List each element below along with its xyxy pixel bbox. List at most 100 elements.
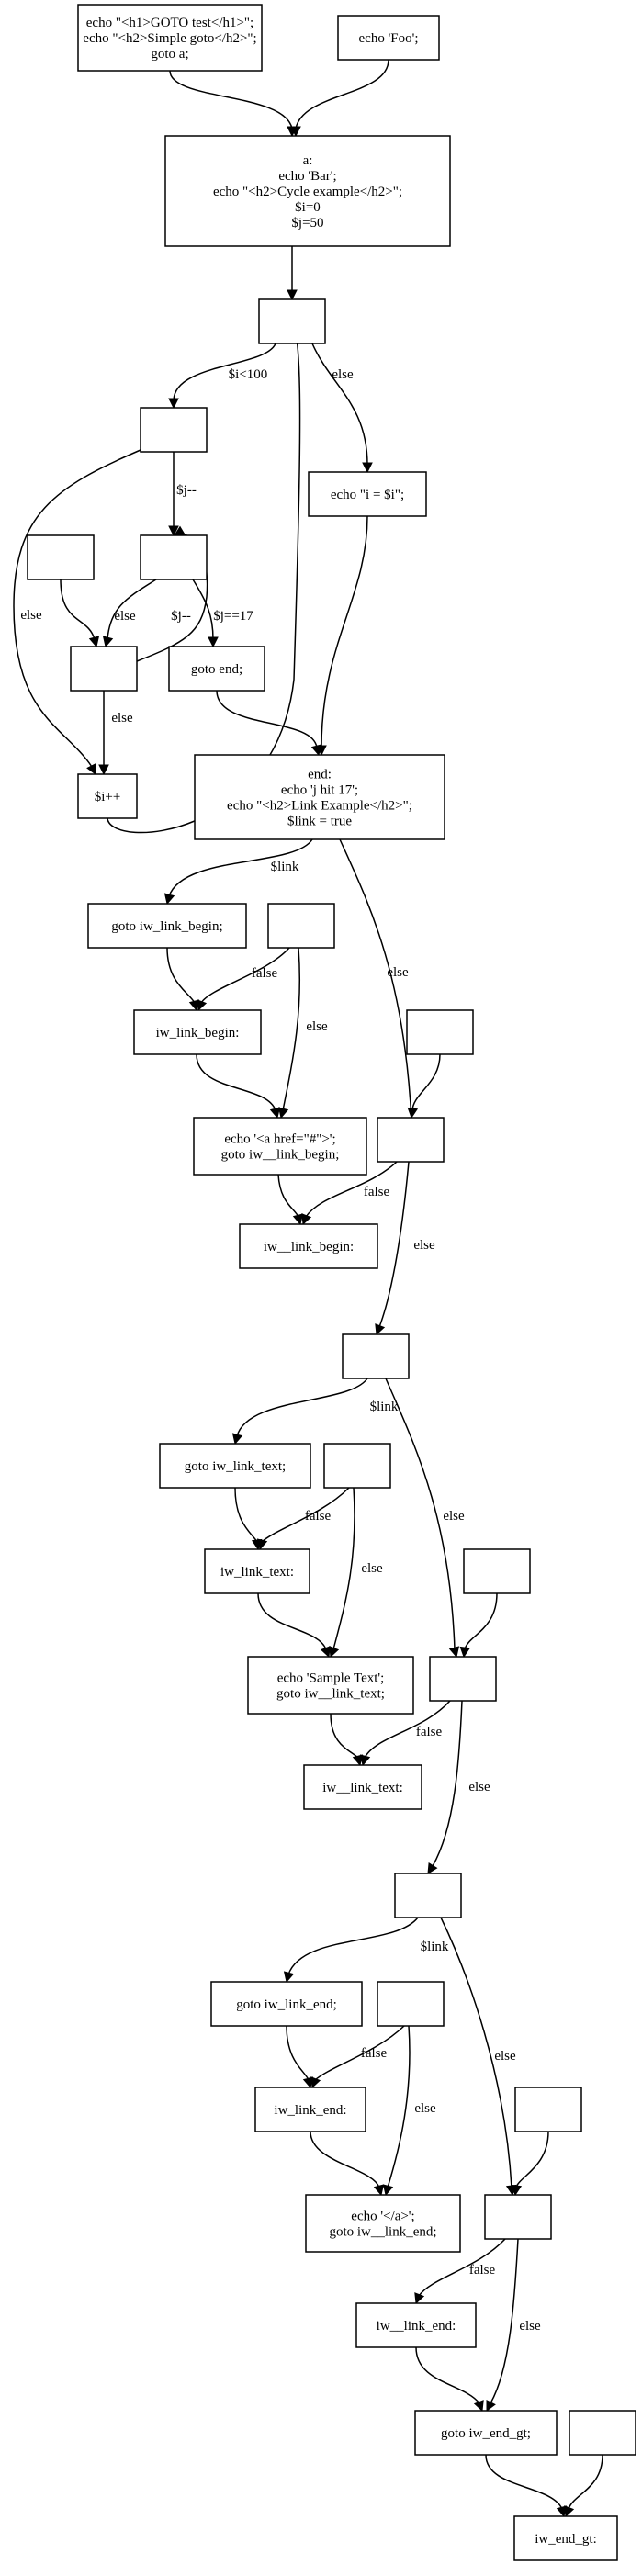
node-box <box>484 2194 552 2240</box>
edge-line <box>378 1161 410 1328</box>
edge-line <box>415 2346 480 2404</box>
flow-node <box>140 534 208 580</box>
node-text-line: $link = true <box>287 815 352 829</box>
flow-edge <box>169 70 298 138</box>
node-text-line: echo "<h1>GOTO test</h1>"; <box>86 16 253 30</box>
node-box <box>569 2410 636 2456</box>
arrowhead <box>564 2505 575 2518</box>
edge-line <box>257 1592 327 1650</box>
node-text-line: iw__link_text: <box>322 1781 403 1795</box>
node-text-line: $i=0 <box>295 200 321 215</box>
edge-line <box>236 1378 368 1437</box>
node-box <box>254 2087 366 2132</box>
flow-edge <box>283 1917 419 1984</box>
arrowhead <box>382 2184 394 2197</box>
arrowhead <box>414 2292 425 2305</box>
edge-label: else <box>111 711 133 726</box>
node-text-line: goto iw_link_end; <box>236 1997 337 2012</box>
edge-line <box>490 2238 519 2404</box>
edge-label: $i<100 <box>229 367 268 382</box>
flow-node: iw_link_text: <box>204 1548 310 1594</box>
edge-label: false <box>305 1509 332 1524</box>
edge-line <box>13 449 141 768</box>
flow-edge <box>311 343 373 474</box>
node-text-line: echo '<a href="#">'; <box>224 1132 335 1147</box>
edge-line <box>339 838 412 1121</box>
edge-line <box>515 2131 549 2188</box>
edge-line <box>387 2025 411 2188</box>
arrowhead <box>486 2400 496 2413</box>
node-box <box>239 1223 378 1269</box>
node-box <box>377 1117 445 1163</box>
arrowhead <box>427 1862 438 1874</box>
edge-label: else <box>332 367 354 382</box>
edge-label: else <box>114 609 136 624</box>
arrowhead <box>511 2184 523 2197</box>
node-box <box>323 1443 391 1489</box>
node-box <box>394 1873 462 1918</box>
edge-label: else <box>361 1561 383 1576</box>
arrowhead <box>283 1971 295 1984</box>
flow-edge <box>414 2238 506 2305</box>
flow-node: goto iw_link_text; <box>159 1443 311 1489</box>
arrowhead <box>375 1323 386 1336</box>
flow-node: goto iw_link_end; <box>210 1981 363 2027</box>
arrowhead <box>168 398 179 410</box>
flow-node <box>429 1656 497 1702</box>
node-box <box>140 407 208 453</box>
node-box <box>77 773 138 819</box>
flow-edge <box>385 1378 460 1659</box>
arrowhead <box>473 2400 484 2413</box>
flow-node <box>569 2410 636 2456</box>
node-box <box>247 1656 414 1715</box>
arrowhead <box>320 1646 331 1659</box>
flow-edge <box>277 1174 304 1226</box>
node-box <box>342 1333 410 1379</box>
flow-edge <box>511 2131 549 2197</box>
node-box <box>194 754 445 840</box>
edge-line <box>169 70 293 129</box>
edge-line <box>277 1174 299 1218</box>
node-text-line: echo 'j hit 17'; <box>281 783 358 798</box>
flow-edge <box>197 947 290 1012</box>
arrowhead <box>277 1107 289 1119</box>
arrowhead <box>86 763 96 775</box>
edge-label: $link <box>370 1400 399 1414</box>
flow-edge <box>287 246 298 301</box>
flow-node: iw__link_end: <box>355 2302 477 2348</box>
flow-node: echo 'Sample Text';goto iw__link_text; <box>247 1656 414 1715</box>
flow-node: echo '</a>';goto iw__link_end; <box>305 2194 461 2253</box>
flow-edge <box>301 1161 398 1226</box>
node-text-line: echo "<h2>Cycle example</h2>"; <box>213 185 402 199</box>
node-box <box>133 1009 262 1055</box>
flow-node <box>267 903 335 949</box>
flow-edge <box>256 1487 350 1551</box>
flow-node: echo "<h1>GOTO test</h1>";echo "<h2>Simp… <box>77 4 263 72</box>
flow-edge <box>163 838 313 906</box>
node-text-line: iw_link_text: <box>220 1565 294 1580</box>
flow-edge <box>485 2454 568 2518</box>
edge-line <box>261 1487 350 1543</box>
arrowhead <box>359 1754 371 1767</box>
arrowhead <box>448 1646 460 1659</box>
flow-edge <box>330 1713 364 1767</box>
flow-edge <box>286 2025 314 2089</box>
flow-edge <box>290 59 389 138</box>
flow-edge <box>339 838 417 1130</box>
node-box <box>258 298 326 344</box>
edge-line <box>432 1700 463 1867</box>
flow-node: goto end; <box>168 646 265 692</box>
flow-node: echo "i = $i"; <box>308 471 427 517</box>
flow-edge <box>257 1592 331 1659</box>
edge-label: else <box>494 2049 516 2064</box>
edge-line <box>310 2131 380 2188</box>
edge-line <box>173 343 276 401</box>
node-box <box>87 903 247 949</box>
flow-edge <box>13 449 141 775</box>
node-box <box>377 1981 445 2027</box>
edge-line <box>568 2454 603 2510</box>
node-box <box>27 534 95 580</box>
edge-label: $link <box>421 1940 449 1954</box>
edge-line <box>192 579 214 640</box>
